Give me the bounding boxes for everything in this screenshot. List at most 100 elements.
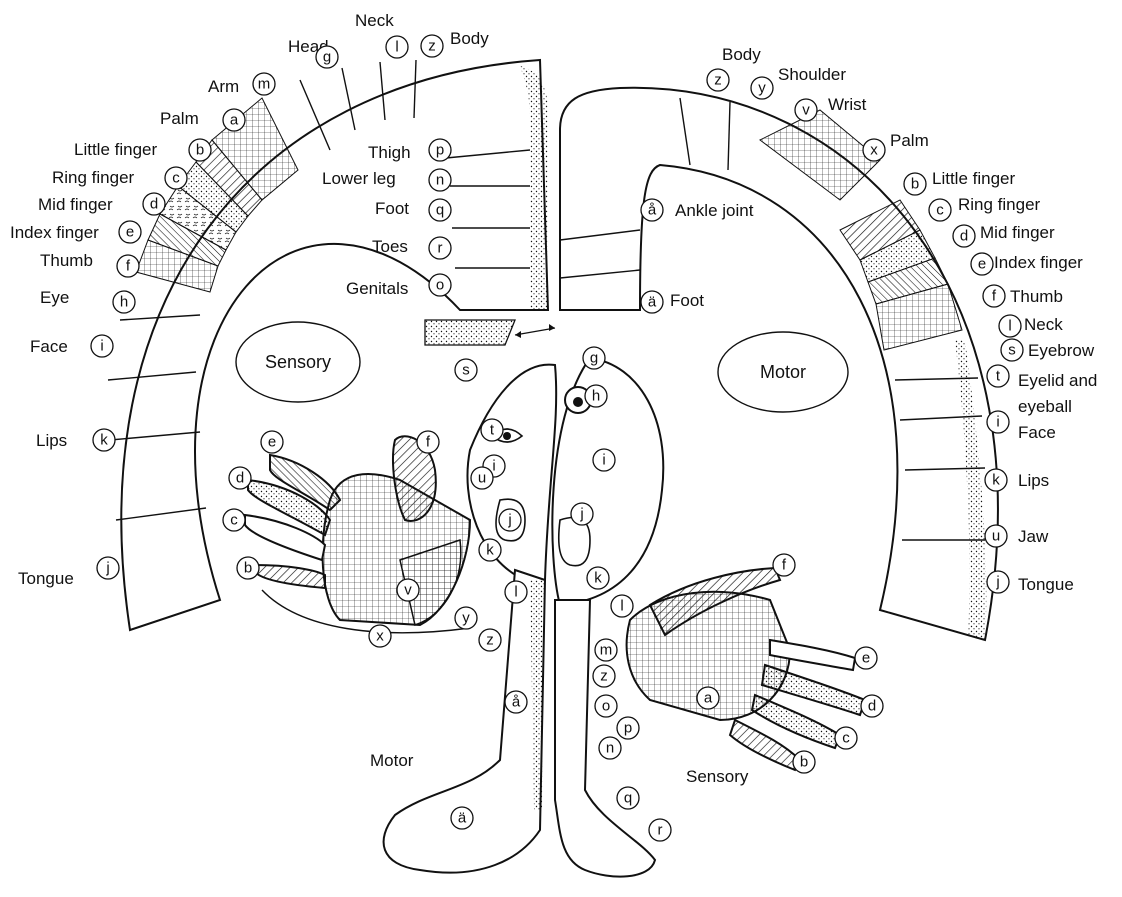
motor-marker-2: v	[795, 99, 817, 121]
svg-text:v: v	[802, 102, 810, 119]
svg-text:d: d	[960, 228, 968, 245]
homunculus-motor-caption: Motor	[370, 751, 414, 770]
svg-text:k: k	[992, 472, 1000, 489]
svg-text:y: y	[758, 80, 766, 97]
svg-text:å: å	[648, 202, 657, 219]
left-figure-marker-16: å	[505, 691, 527, 713]
svg-text:d: d	[236, 470, 244, 487]
motor-wrist-band	[760, 110, 880, 200]
left-figure-marker-8: d	[229, 467, 251, 489]
left-figure-marker-9: c	[223, 509, 245, 531]
svg-text:j: j	[507, 512, 511, 529]
svg-text:n: n	[436, 172, 444, 189]
svg-text:b: b	[196, 142, 204, 159]
sensory-marker-9: f	[117, 255, 139, 277]
motor-label-face: Face	[1018, 423, 1056, 442]
svg-text:i: i	[602, 452, 605, 469]
motor-label-body: Body	[722, 45, 761, 64]
svg-text:c: c	[230, 512, 238, 529]
svg-text:m: m	[258, 76, 271, 93]
svg-text:h: h	[120, 294, 128, 311]
svg-text:l: l	[620, 598, 623, 615]
sensory-hand	[245, 436, 470, 625]
svg-text:q: q	[624, 790, 632, 807]
svg-text:z: z	[428, 38, 436, 55]
right-figure-marker-1: h	[585, 385, 607, 407]
svg-text:a: a	[704, 690, 713, 707]
motor-hand	[627, 568, 865, 770]
left-figure-marker-10: b	[237, 557, 259, 579]
svg-text:j: j	[995, 574, 999, 591]
genitals-tray	[425, 320, 515, 345]
right-figure-marker-16: b	[793, 751, 815, 773]
svg-text:å: å	[512, 694, 521, 711]
motor-marker-13: i	[987, 411, 1009, 433]
motor-label-index-finger: Index finger	[994, 253, 1083, 272]
label-genitals: Genitals	[346, 279, 408, 298]
motor-label-neck: Neck	[1024, 315, 1063, 334]
label-eye: Eye	[40, 288, 69, 307]
label-lips: Lips	[36, 431, 67, 450]
motor-marker-14: k	[985, 469, 1007, 491]
label-foot: Foot	[375, 199, 409, 218]
svg-text:n: n	[606, 740, 614, 757]
sensory-marker-10: h	[113, 291, 135, 313]
svg-text:k: k	[486, 542, 494, 559]
svg-text:o: o	[436, 277, 444, 294]
svg-text:b: b	[244, 560, 252, 577]
sensory-marker-16: q	[429, 199, 451, 221]
left-figure-marker-6: e	[261, 431, 283, 453]
motor-oval-label: Motor	[760, 362, 806, 382]
right-figure-marker-2: i	[593, 449, 615, 471]
motor-label-palm: Palm	[890, 131, 929, 150]
svg-text:k: k	[594, 570, 602, 587]
left-figure-marker-13: y	[455, 607, 477, 629]
svg-text:c: c	[842, 730, 850, 747]
motor-marker-4: b	[904, 173, 926, 195]
svg-text:l: l	[395, 39, 398, 56]
sensory-marker-18: o	[429, 274, 451, 296]
right-figure-marker-8: a	[697, 687, 719, 709]
label-lower-leg: Lower leg	[322, 169, 396, 188]
svg-text:r: r	[438, 240, 443, 257]
sensory-oval-label: Sensory	[265, 352, 331, 372]
svg-text:b: b	[800, 754, 808, 771]
left-figure-marker-12: l	[505, 581, 527, 603]
svg-text:h: h	[592, 388, 600, 405]
right-figure-marker-12: e	[855, 647, 877, 669]
label-little-finger: Little finger	[74, 140, 157, 159]
right-figure-marker-0: g	[583, 347, 605, 369]
svg-text:m: m	[600, 642, 613, 659]
motor-oval: Motor	[718, 332, 848, 412]
label-index-finger: Index finger	[10, 223, 99, 242]
svg-text:k: k	[100, 432, 108, 449]
right-figure-marker-9: z	[593, 665, 615, 687]
motor-label-mid-finger: Mid finger	[980, 223, 1055, 242]
sensory-marker-15: n	[429, 169, 451, 191]
left-figure-marker-3: u	[471, 467, 493, 489]
label-neck: Neck	[355, 11, 394, 30]
svg-text:d: d	[868, 698, 876, 715]
left-figure-marker-17: ä	[451, 807, 473, 829]
label-palm: Palm	[160, 109, 199, 128]
svg-text:x: x	[376, 628, 384, 645]
sensory-marker-6: c	[165, 167, 187, 189]
svg-text:c: c	[936, 202, 944, 219]
motor-marker-8: f	[983, 285, 1005, 307]
sensory-marker-12: k	[93, 429, 115, 451]
sensory-marker-1: g	[316, 46, 338, 68]
svg-text:i: i	[492, 458, 495, 475]
motor-marker-9: l	[999, 315, 1021, 337]
motor-label-eyeball: eyeball	[1018, 397, 1072, 416]
right-figure-marker-13: n	[599, 737, 621, 759]
sensory-marker-8: e	[119, 221, 141, 243]
left-figure-marker-7: f	[417, 431, 439, 453]
motor-marker-10: s	[1001, 339, 1023, 361]
left-figure-marker-5: k	[479, 539, 501, 561]
motor-label-eyebrow: Eyebrow	[1028, 341, 1095, 360]
sensory-marker-11: i	[91, 335, 113, 357]
motor-label-foot: Foot	[670, 291, 704, 310]
sensory-little	[255, 565, 325, 588]
right-figure-marker-7: m	[595, 639, 617, 661]
svg-text:y: y	[462, 610, 470, 627]
